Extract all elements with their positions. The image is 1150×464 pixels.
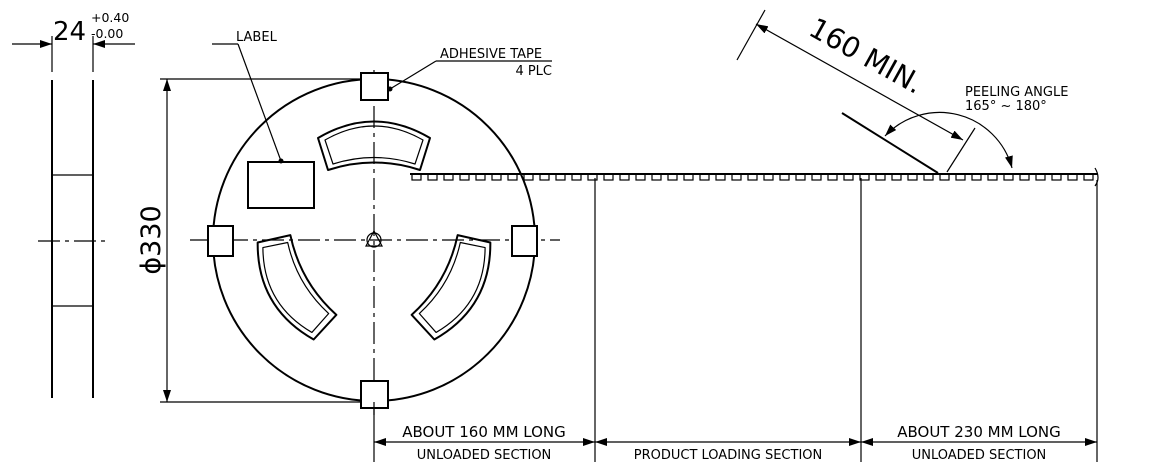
tape-pocket (1035, 173, 1046, 181)
section3-length: ABOUT 230 MM LONG (897, 423, 1061, 441)
tape-pocket (939, 173, 950, 181)
tape-pocket (955, 173, 966, 181)
tape-pocket (971, 173, 982, 181)
peeling-angle-title: PEELING ANGLE (965, 85, 1068, 100)
diameter-label: ϕ330 (136, 205, 167, 274)
tape-pocket (539, 173, 550, 181)
tape-break (1094, 167, 1099, 187)
tape-pocket (923, 173, 934, 181)
tape-pocket (651, 173, 662, 181)
tape-pocket (1083, 173, 1094, 181)
tape-pocket (827, 173, 838, 181)
reel-window-right (410, 234, 492, 341)
section1-name: UNLOADED SECTION (417, 448, 552, 463)
width-tol-plus: +0.40 (91, 10, 129, 25)
tape-pocket (523, 173, 534, 181)
tape-pocket (603, 173, 614, 181)
tape-pocket (875, 173, 886, 181)
width-nominal: 24 (53, 17, 86, 47)
tape-pocket (1067, 173, 1078, 181)
tape-pocket (843, 173, 854, 181)
peeling-detail: 160 MIN. PEELING ANGLE 165° ~ 180° (736, 9, 1068, 174)
peel-ext-top (736, 9, 766, 61)
reel-window-top (317, 120, 431, 171)
label-callout-text: LABEL (236, 30, 278, 45)
tape-pocket (987, 173, 998, 181)
tape-pocket (891, 173, 902, 181)
section3-name: UNLOADED SECTION (912, 448, 1047, 463)
tape-pocket (795, 173, 806, 181)
tape-pocket (1051, 173, 1062, 181)
tape-pocket (555, 173, 566, 181)
section2-name: PRODUCT LOADING SECTION (634, 448, 823, 463)
peel-length-dimension (755, 23, 964, 141)
tape-pocket (1003, 173, 1014, 181)
tape-pocket (635, 173, 646, 181)
peeled-tape (841, 112, 939, 174)
tape-pocket (459, 173, 470, 181)
tape-pocket (619, 173, 630, 181)
label-callout: LABEL (212, 30, 284, 164)
width-tol-minus: -0.00 (91, 26, 123, 41)
carrier-tape-pockets (411, 173, 1094, 181)
adhesive-tape-left (207, 225, 234, 257)
tape-pocket (731, 173, 742, 181)
peeling-angle-arc (884, 111, 1013, 169)
label-box (247, 161, 315, 209)
reel-front-view: ϕ330 (136, 30, 560, 415)
tape-pocket (763, 173, 774, 181)
peel-ext-bottom (946, 127, 976, 173)
tape-pocket (475, 173, 486, 181)
adhesive-tape-label: ADHESIVE TAPE (440, 47, 542, 62)
tape-pocket (907, 173, 918, 181)
section-boundaries (373, 178, 1098, 462)
tape-pocket (443, 173, 454, 181)
tape-pocket (683, 173, 694, 181)
tape-pocket (811, 173, 822, 181)
tape-pocket (715, 173, 726, 181)
section1-length: ABOUT 160 MM LONG (402, 423, 566, 441)
tape-pocket (427, 173, 438, 181)
adhesive-tape-top (360, 72, 389, 101)
tape-pocket (699, 173, 710, 181)
side-view: 24 +0.40 -0.00 (12, 10, 135, 398)
tape-pocket (667, 173, 678, 181)
tape-pocket (1019, 173, 1030, 181)
tape-pocket (507, 173, 518, 181)
reel-hub (365, 229, 383, 248)
tape-pocket (859, 173, 870, 181)
reel-window-left (256, 234, 338, 341)
adhesive-tape-qty: 4 PLC (515, 64, 552, 79)
tape-pocket (411, 173, 422, 181)
adhesive-tape-right (511, 225, 538, 257)
tape-pocket (491, 173, 502, 181)
tape-pocket (779, 173, 790, 181)
tape-pocket (571, 173, 582, 181)
peeling-angle-range: 165° ~ 180° (965, 99, 1047, 114)
tape-pocket (747, 173, 758, 181)
carrier-tape (410, 167, 1099, 187)
tape-pocket (587, 173, 598, 181)
adhesive-tape-callout: ADHESIVE TAPE 4 PLC (387, 47, 552, 92)
peel-length-label: 160 MIN. (804, 11, 929, 100)
